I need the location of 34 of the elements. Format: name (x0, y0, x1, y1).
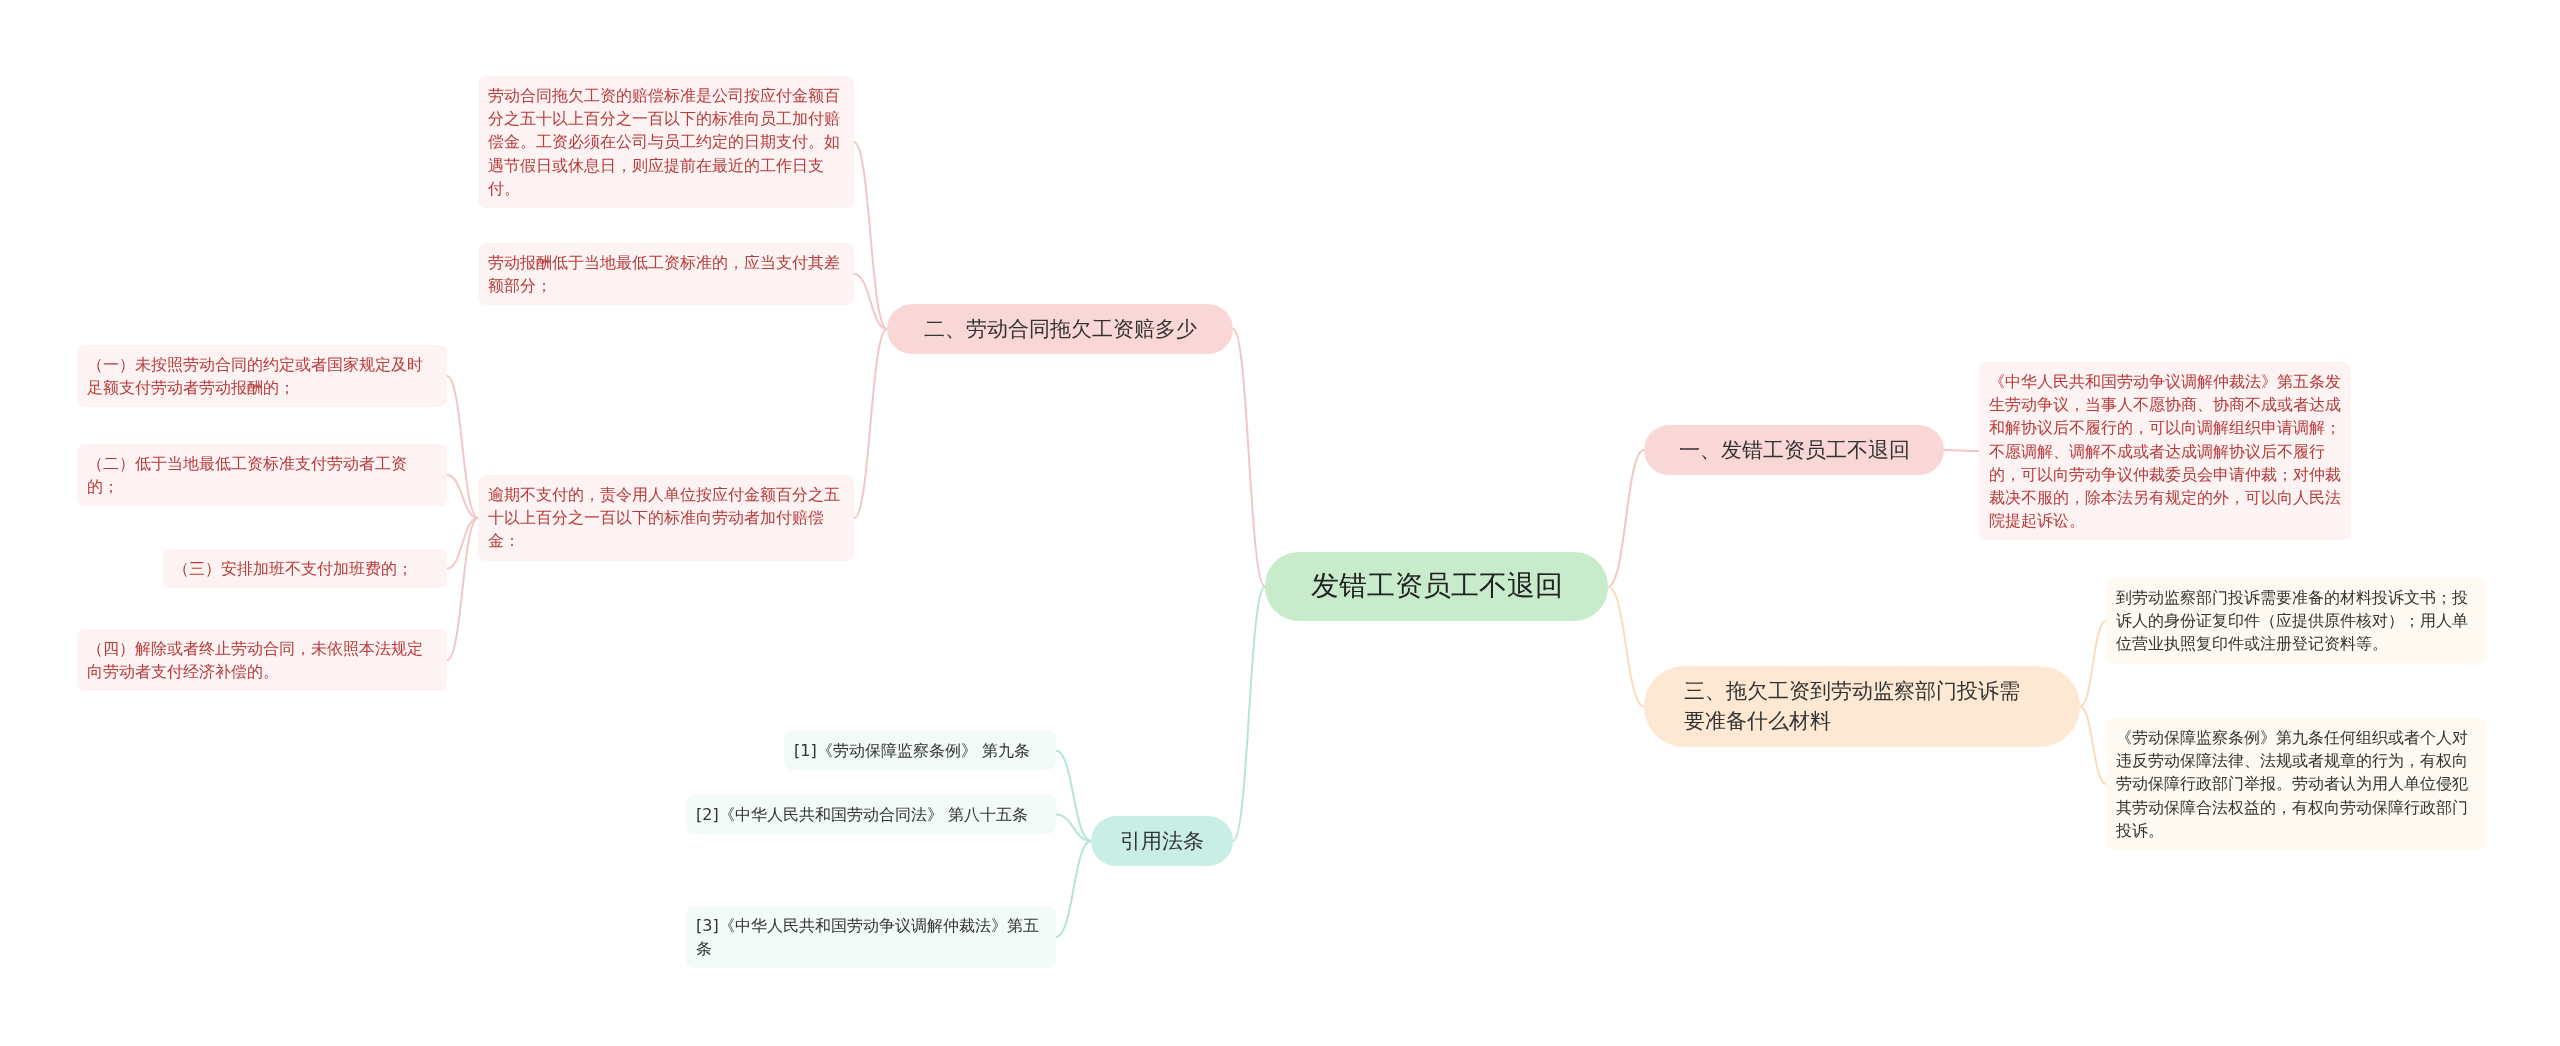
connector-line (2079, 620, 2107, 708)
connector-line (853, 273, 888, 330)
connector-line (1232, 585, 1266, 842)
connector-line (1607, 449, 1645, 588)
connector-line (446, 375, 479, 519)
branch-topic: 二、劳动合同拖欠工资赔多少 (887, 304, 1233, 355)
connector-line (853, 141, 888, 330)
branch-topic: 一、发错工资员工不退回 (1644, 425, 1944, 476)
connector-line (446, 517, 479, 570)
note-card: （一）未按照劳动合同的约定或者国家规定及时足额支付劳动者劳动报酬的； (77, 345, 447, 408)
connector-line (446, 474, 479, 519)
note-card: 到劳动监察部门投诉需要准备的材料投诉文书；投诉人的身份证复印件（应提供原件核对）；用人单位营业执照复印件或注册登记资料等。 (2106, 578, 2486, 664)
connector-line (1055, 749, 1092, 842)
note-card: 逾期不支付的，责令用人单位按应付金额百分之五十以上百分之一百以下的标准向劳动者加付赔偿金： (478, 475, 854, 561)
note-card: （四）解除或者终止劳动合同，未依照本法规定向劳动者支付经济补偿的。 (77, 629, 447, 692)
reference-card: [1]《劳动保障监察条例》 第九条 (784, 731, 1056, 771)
note-card: 《中华人民共和国劳动争议调解仲裁法》第五条发生劳动争议，当事人不愿协商、协商不成或者达成和解协议后不履行的，可以向调解组织申请调解；不愿调解、调解不成或者达成调解协议后不履行的，可以向劳动争议仲裁委员会申请仲裁；对仲裁裁决不服的，除本法另有规定的外，可以向人民法院提起诉讼。 (1979, 362, 2351, 541)
note-card: 劳动报酬低于当地最低工资标准的，应当支付其差额部分； (478, 243, 854, 306)
branch-topic: 引用法条 (1091, 816, 1233, 867)
reference-card: [2]《中华人民共和国劳动合同法》 第八十五条 (686, 795, 1056, 835)
note-card: （三）安排加班不支付加班费的； (163, 549, 447, 589)
connector-line (1943, 449, 1980, 452)
connector-line (1232, 328, 1266, 588)
central-topic: 发错工资员工不退回 (1265, 552, 1608, 621)
note-card: 《劳动保障监察条例》第九条任何组织或者个人对违反劳动保障法律、法规或者规章的行为，有权向劳动保障行政部门举报。劳动者认为用人单位侵犯其劳动保障合法权益的，有权向劳动保障行政部门投诉。 (2106, 718, 2486, 850)
connector-line (446, 517, 479, 661)
reference-card: [3]《中华人民共和国劳动争议调解仲裁法》第五条 (686, 906, 1056, 969)
connector-line (1055, 840, 1092, 938)
note-card: 劳动合同拖欠工资的赔偿标准是公司按应付金额百分之五十以上百分之一百以下的标准向员工加付赔偿金。工资必须在公司与员工约定的日期支付。如遇节假日或休息日，则应提前在最近的工作日支付。 (478, 76, 854, 208)
connector-line (1607, 585, 1645, 708)
note-card: （二）低于当地最低工资标准支付劳动者工资的； (77, 444, 447, 507)
connector-line (2079, 705, 2107, 785)
connector-line (853, 328, 888, 519)
branch-topic: 三、拖欠工资到劳动监察部门投诉需要准备什么材料 (1644, 666, 2080, 747)
